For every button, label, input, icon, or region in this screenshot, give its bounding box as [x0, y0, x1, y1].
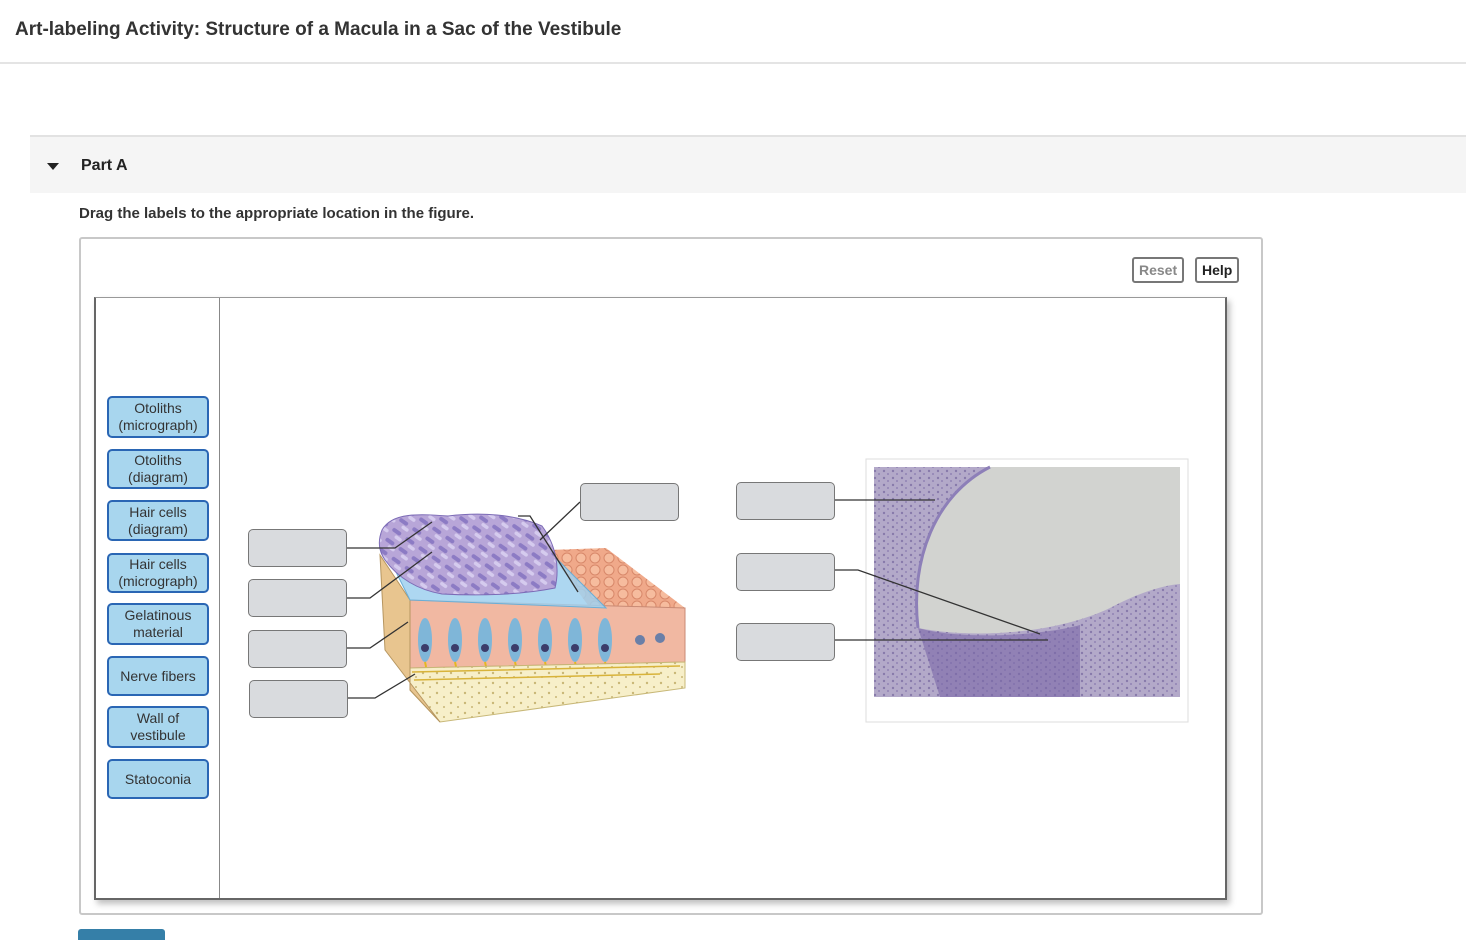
drop-target-micrograph-1[interactable] [736, 482, 835, 520]
part-a-header[interactable]: Part A [30, 135, 1466, 193]
part-title: Part A [81, 157, 128, 174]
label-wall-of-vestibule[interactable]: Wall of vestibule [107, 706, 209, 748]
drop-target-diagram-2[interactable] [248, 579, 347, 617]
drop-target-diagram-1[interactable] [248, 529, 347, 567]
drop-target-diagram-3[interactable] [248, 630, 347, 668]
activity-panel: Reset Help Otoliths (micrograph) Otolith… [79, 237, 1263, 915]
collapse-caret-icon[interactable] [47, 163, 59, 170]
reset-button[interactable]: Reset [1132, 257, 1185, 283]
drop-target-diagram-4[interactable] [249, 680, 348, 718]
submit-button[interactable] [78, 929, 165, 940]
label-nerve-fibers[interactable]: Nerve fibers [107, 656, 209, 696]
page-title: Art-labeling Activity: Structure of a Ma… [15, 19, 622, 40]
instructions: Drag the labels to the appropriate locat… [79, 205, 475, 222]
drop-target-micrograph-3[interactable] [736, 623, 835, 661]
label-bank: Otoliths (micrograph) Otoliths (diagram)… [96, 298, 220, 898]
drop-target-diagram-5[interactable] [580, 483, 679, 521]
label-gelatinous-material[interactable]: Gelatinous material [107, 603, 209, 645]
label-hair-cells-diagram[interactable]: Hair cells (diagram) [107, 500, 209, 541]
label-statoconia[interactable]: Statoconia [107, 759, 209, 799]
drop-target-micrograph-2[interactable] [736, 553, 835, 591]
page-header: Art-labeling Activity: Structure of a Ma… [0, 0, 1466, 64]
label-otoliths-diagram[interactable]: Otoliths (diagram) [107, 449, 209, 489]
label-hair-cells-micrograph[interactable]: Hair cells (micrograph) [107, 553, 209, 593]
label-otoliths-micrograph[interactable]: Otoliths (micrograph) [107, 396, 209, 438]
help-button[interactable]: Help [1195, 257, 1240, 283]
